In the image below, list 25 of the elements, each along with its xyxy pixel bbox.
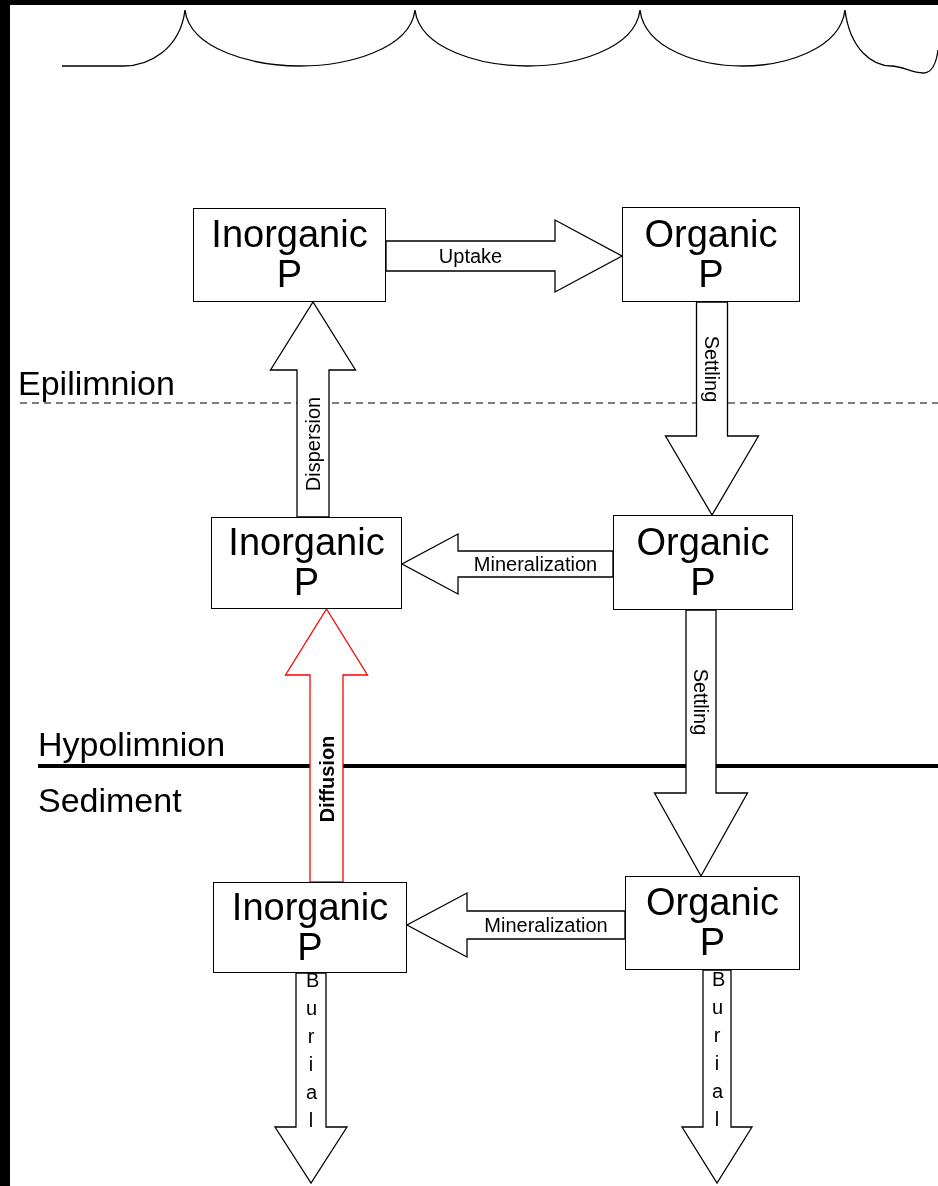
process-box xyxy=(193,208,386,302)
edge-label: Uptake xyxy=(437,246,504,266)
box-label: Organic P xyxy=(635,522,771,603)
box-label: Inorganic P xyxy=(210,215,369,295)
block-arrow xyxy=(680,969,754,1185)
layer-label: Sediment xyxy=(38,783,182,817)
box-label: Inorganic P xyxy=(230,887,390,968)
box-label: Organic P xyxy=(644,883,781,963)
process-box xyxy=(625,876,800,970)
process-box xyxy=(213,882,407,973)
process-box xyxy=(622,207,800,302)
block-arrow xyxy=(273,972,349,1185)
edge-label: Diffusion xyxy=(316,734,337,823)
edge-label: Dispersion xyxy=(303,395,323,492)
edge-label: Settling xyxy=(702,334,722,404)
process-box xyxy=(613,515,793,610)
box-label: Organic P xyxy=(643,214,779,295)
process-box xyxy=(211,517,402,609)
edge-label: Burial xyxy=(711,966,723,1132)
edge-label: Burial xyxy=(305,968,317,1133)
box-label: Inorganic P xyxy=(227,523,386,603)
layer-label: Epilimnion xyxy=(18,366,175,400)
edge-label: Mineralization xyxy=(472,554,599,574)
edge-label: Mineralization xyxy=(483,915,609,935)
edge-label: Settling xyxy=(691,667,711,736)
